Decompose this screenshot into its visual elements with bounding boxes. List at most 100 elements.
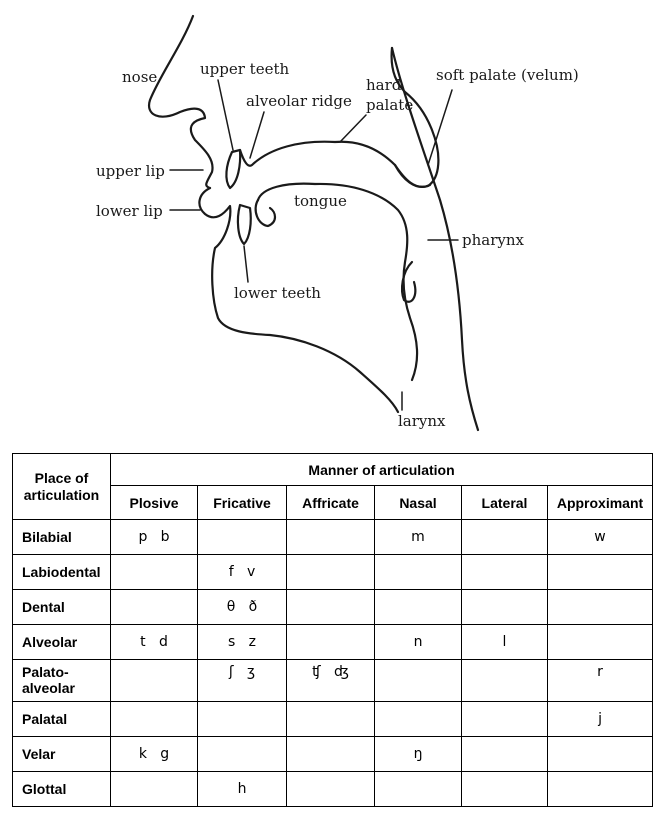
table-cell (286, 700, 375, 737)
epiglottis (401, 260, 417, 303)
table-cell (197, 735, 287, 772)
label-nose: nose (122, 68, 157, 86)
table-cell: p b (110, 518, 198, 556)
tongue-tip (254, 198, 277, 228)
table-cell: w (546, 518, 654, 556)
column-header-approximant: Approximant (546, 485, 654, 520)
table-cell (461, 735, 548, 772)
table-cell: l (461, 624, 548, 661)
table-cell: k g (110, 735, 198, 772)
row-header-place: Labiodental (12, 554, 111, 591)
table-cell (546, 554, 654, 591)
table-cell: n (374, 624, 462, 661)
lower-teeth-shape (236, 203, 252, 246)
table-cell: ʧ ʤ (286, 659, 375, 702)
label-upper-teeth: upper teeth (200, 60, 289, 78)
table-cell (546, 624, 654, 661)
pointer-soft-palate (427, 89, 453, 166)
label-tongue: tongue (294, 192, 347, 210)
table-cell (546, 589, 654, 626)
label-lower-lip: lower lip (96, 202, 163, 220)
table-cell (374, 700, 462, 737)
table-cell: θ ð (197, 589, 287, 626)
table-cell: f v (197, 554, 287, 591)
table-cell (197, 700, 287, 737)
table-cell (461, 518, 548, 556)
label-soft-palate: soft palate (velum) (436, 66, 579, 84)
table-row: Dental θ ð (12, 589, 654, 626)
row-header-place: Alveolar (12, 624, 111, 661)
tongue-outline (256, 182, 419, 382)
table-cell: s z (197, 624, 287, 661)
row-header-place: Palatal (12, 700, 111, 737)
label-pharynx: pharynx (462, 231, 525, 249)
table-cell: t d (110, 624, 198, 661)
table-cell (197, 518, 287, 556)
row-header-place: Palato-alveolar (12, 659, 111, 702)
table-cell (546, 770, 654, 808)
header-place-of-articulation: Place of articulation (12, 453, 111, 520)
pointer-hard-palate (339, 114, 367, 143)
row-header-place: Dental (12, 589, 111, 626)
table-cell (461, 700, 548, 737)
face-profile-lower (198, 186, 400, 414)
label-hard-palate-1: hard (366, 76, 402, 94)
table-cell (374, 554, 462, 591)
table-cell (546, 735, 654, 772)
label-alveolar-ridge: alveolar ridge (246, 92, 352, 110)
table-row: Labiodental f v (12, 554, 654, 591)
table-cell (110, 659, 198, 702)
pointer-alveolar-ridge (249, 111, 265, 159)
table-cell (461, 659, 548, 702)
table-cell (461, 589, 548, 626)
table-cell: r (546, 659, 654, 702)
label-lower-teeth: lower teeth (234, 284, 321, 302)
row-header-place: Bilabial (12, 518, 111, 556)
column-header-plosive: Plosive (110, 485, 198, 520)
column-header-nasal: Nasal (374, 485, 462, 520)
table-cell (461, 770, 548, 808)
table-cell (286, 735, 375, 772)
table-cell (374, 659, 462, 702)
table-cell: ʃ ʒ (197, 659, 287, 702)
table-cell: j (546, 700, 654, 737)
vocal-tract-diagram: nose upper teeth alveolar ridge hard pal… (96, 14, 579, 432)
table-cell (286, 554, 375, 591)
table-cell (374, 589, 462, 626)
table-cell (286, 518, 375, 556)
table-cell (110, 770, 198, 808)
label-larynx: larynx (398, 412, 446, 430)
column-header-lateral: Lateral (461, 485, 548, 520)
row-header-place: Velar (12, 735, 111, 772)
table-cell (286, 624, 375, 661)
table-cell (461, 554, 548, 591)
table-cell (286, 770, 375, 808)
consonant-chart: Place of articulation Manner of articula… (12, 453, 654, 808)
table-cell (374, 770, 462, 808)
pointer-upper-teeth (217, 79, 234, 151)
table-cell (110, 589, 198, 626)
table-row: Glottal h (12, 770, 654, 808)
table-cell: ŋ (374, 735, 462, 772)
table-cell: m (374, 518, 462, 556)
label-hard-palate-2: palate (366, 96, 413, 114)
column-header-affricate: Affricate (286, 485, 375, 520)
table-cell: h (197, 770, 287, 808)
label-upper-lip: upper lip (96, 162, 165, 180)
velum-shape (393, 163, 432, 188)
table-cell (110, 700, 198, 737)
face-profile-upper (147, 14, 214, 190)
pharynx-wall (390, 46, 480, 432)
pointer-lower-teeth (243, 245, 249, 283)
table-cell (110, 554, 198, 591)
table-row: Palatal j (12, 700, 654, 737)
upper-teeth-shape (225, 148, 242, 190)
header-manner-of-articulation: Manner of articulation (109, 453, 654, 486)
column-header-fricative: Fricative (197, 485, 287, 520)
table-cell (286, 589, 375, 626)
row-header-place: Glottal (12, 770, 111, 808)
